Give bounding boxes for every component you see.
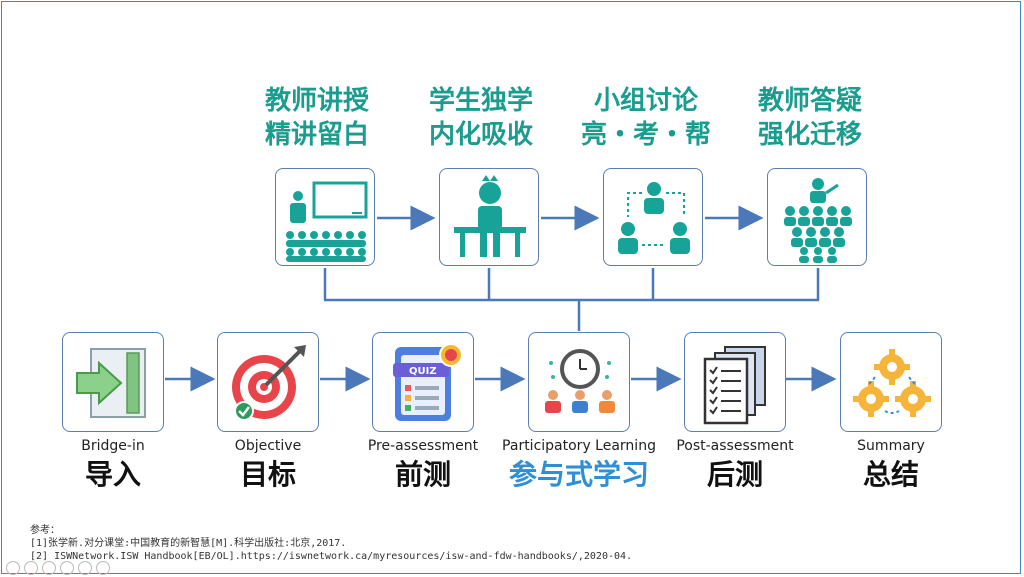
- step-label-en: Bridge-in: [81, 438, 145, 454]
- top-stage-title-2: 学生独学 内化吸收: [401, 84, 561, 152]
- top-stage-box-3: [603, 168, 703, 266]
- bridge-in-icon: [76, 348, 146, 418]
- top-stage-line1: 教师答疑: [757, 86, 862, 116]
- top-stage-line2: 亮・考・帮: [580, 120, 711, 150]
- step-label-cn: 目标: [239, 458, 296, 491]
- top-stage-box-1: [275, 168, 375, 266]
- top-stage-box-2: [439, 168, 539, 266]
- step-label-en: Pre-assessment: [367, 438, 479, 454]
- top-stage-title-4: 教师答疑 强化迁移: [730, 84, 890, 152]
- top-stage-line1: 学生独学: [428, 86, 533, 116]
- step-label-en: Post-assessment: [676, 438, 794, 454]
- step-box-post-assessment: [684, 332, 786, 432]
- top-stage-line1: 教师讲授: [264, 86, 369, 116]
- top-stage-line2: 内化吸收: [428, 120, 533, 150]
- gears-icon: [853, 349, 931, 417]
- slide-toolbar: [6, 561, 110, 575]
- step-label-en: Objective: [234, 438, 302, 454]
- step-label-cn-highlight: 参与式学习: [508, 458, 649, 491]
- step-label-cn: 前测: [394, 458, 451, 491]
- step-label-en: Participatory Learning: [502, 438, 656, 454]
- participatory-icon: [545, 349, 615, 413]
- prev-slide-icon[interactable]: [6, 561, 20, 575]
- teacher-lecture-icon: [286, 181, 368, 262]
- reference-item: [1]张学新.对分课堂:中国教育的新智慧[M].科学出版社:北京,2017.: [30, 538, 347, 549]
- references-heading: 参考：: [30, 525, 60, 536]
- top-stage-title-3: 小组讨论 亮・考・帮: [566, 84, 726, 152]
- step-box-bridge-in: [62, 332, 164, 432]
- top-stage-title-1: 教师讲授 精讲留白: [237, 84, 397, 152]
- step-box-objective: [217, 332, 319, 432]
- pen-icon[interactable]: [42, 561, 56, 575]
- reference-item: [2] ISWNetwork.ISW Handbook[EB/OL].https…: [30, 551, 633, 562]
- target-icon: [232, 345, 306, 421]
- zoom-icon[interactable]: [78, 561, 92, 575]
- group-discussion-icon: [618, 182, 690, 254]
- step-box-summary: [840, 332, 942, 432]
- quiz-icon: QUIZ: [393, 343, 463, 421]
- svg-text:QUIZ: QUIZ: [409, 366, 437, 377]
- references: 参考： [1]张学新.对分课堂:中国教育的新智慧[M].科学出版社:北京,201…: [30, 524, 632, 563]
- view-icon[interactable]: [60, 561, 74, 575]
- step-label-cn: 总结: [862, 458, 919, 491]
- top-stage-line2: 精讲留白: [264, 120, 369, 150]
- step-box-pre-assessment: QUIZ: [372, 332, 474, 432]
- next-slide-icon[interactable]: [24, 561, 38, 575]
- checklist-icon: [703, 346, 766, 425]
- top-stage-box-4: [767, 168, 867, 266]
- top-stage-line1: 小组讨论: [593, 86, 698, 116]
- step-label-cn: 导入: [84, 458, 141, 491]
- step-label-cn: 后测: [706, 458, 763, 491]
- more-icon[interactable]: [96, 561, 110, 575]
- student-study-icon: [454, 175, 526, 257]
- step-box-participatory: [528, 332, 630, 432]
- step-label-en: Summary: [857, 438, 925, 454]
- top-stage-line2: 强化迁移: [757, 120, 862, 150]
- teacher-qa-icon: [784, 178, 852, 263]
